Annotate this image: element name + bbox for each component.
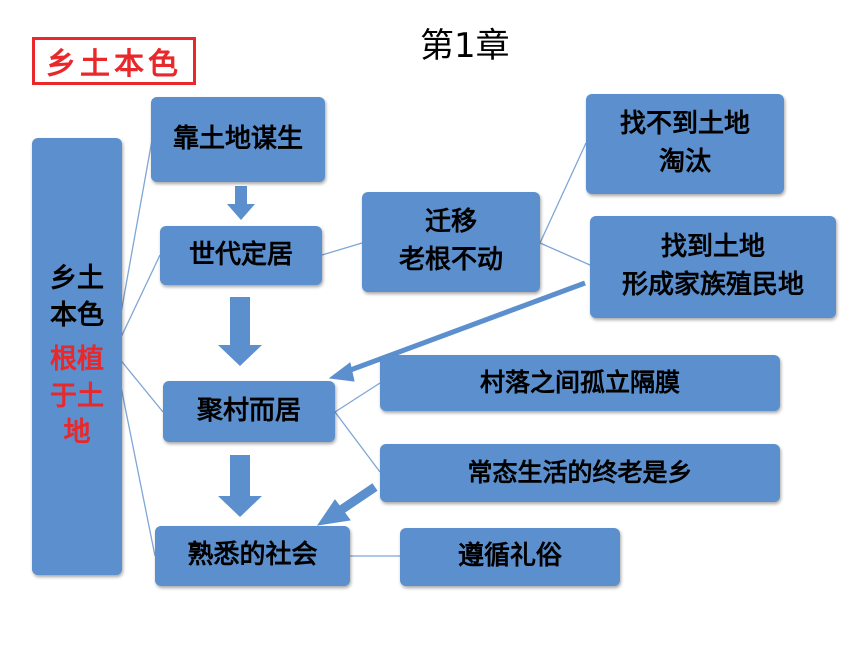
node-cunluo-label: 村落之间孤立隔膜 [479, 367, 680, 397]
node-changtai: 常态生活的终老是乡 [380, 444, 780, 502]
node-shidai: 世代定居 [160, 226, 322, 285]
node-cunluo: 村落之间孤立隔膜 [380, 355, 780, 411]
left-red-3: 地 [63, 417, 91, 449]
connector-qianyi-zhaobudao [539, 142, 587, 244]
chapter-tag: 乡土本色 [32, 37, 196, 85]
node-zhaobudao-label: 找不到土地 [619, 109, 750, 140]
connector-shidai-qianyi [321, 242, 363, 256]
node-zhaodao-label: 找到土地 [660, 232, 765, 263]
connector-jucun-cunluo [334, 382, 381, 413]
down-arrow-3 [218, 455, 262, 517]
node-jucun-label: 聚村而居 [196, 395, 301, 426]
node-zhaobudao: 找不到土地 淘汰 [586, 94, 784, 194]
node-kaotudi: 靠土地谋生 [151, 97, 325, 182]
node-jucun: 聚村而居 [163, 381, 335, 442]
connector-jucun-changtai [334, 411, 381, 473]
left-red-2: 于土 [50, 380, 104, 412]
left-red-1: 根植 [50, 344, 104, 376]
node-laogen-label: 老根不动 [398, 245, 503, 275]
node-shuxi-label: 熟悉的社会 [187, 540, 318, 571]
node-zunxun-label: 遵循礼俗 [457, 541, 562, 572]
node-zhaodao: 找到土地 形成家族殖民地 [590, 216, 836, 318]
down-arrow-1 [227, 186, 255, 220]
connector-left-jucun [113, 351, 164, 413]
node-kaotudi-label: 靠土地谋生 [172, 123, 303, 154]
down-arrow-2 [218, 297, 262, 366]
left-label-1: 乡土 [50, 263, 104, 295]
node-changtai-label: 常态生活的终老是乡 [467, 457, 693, 487]
node-qianyi: 迁移 老根不动 [362, 192, 540, 292]
node-qianyi-label: 迁移 [424, 207, 477, 238]
left-label-2: 本色 [50, 299, 104, 331]
node-taotai-label: 淘汰 [658, 147, 711, 177]
node-zunxun: 遵循礼俗 [400, 528, 620, 586]
left-root-box: 乡土 本色 根植 于土 地 [32, 138, 122, 575]
diag-arrow-changtai-shuxi [335, 483, 378, 516]
node-xingcheng-label: 形成家族殖民地 [621, 270, 804, 300]
connector-qianyi-zhaodao [539, 242, 591, 266]
node-shidai-label: 世代定居 [188, 239, 293, 270]
node-shuxi: 熟悉的社会 [155, 526, 350, 586]
page-title: 第1章 [420, 26, 510, 66]
